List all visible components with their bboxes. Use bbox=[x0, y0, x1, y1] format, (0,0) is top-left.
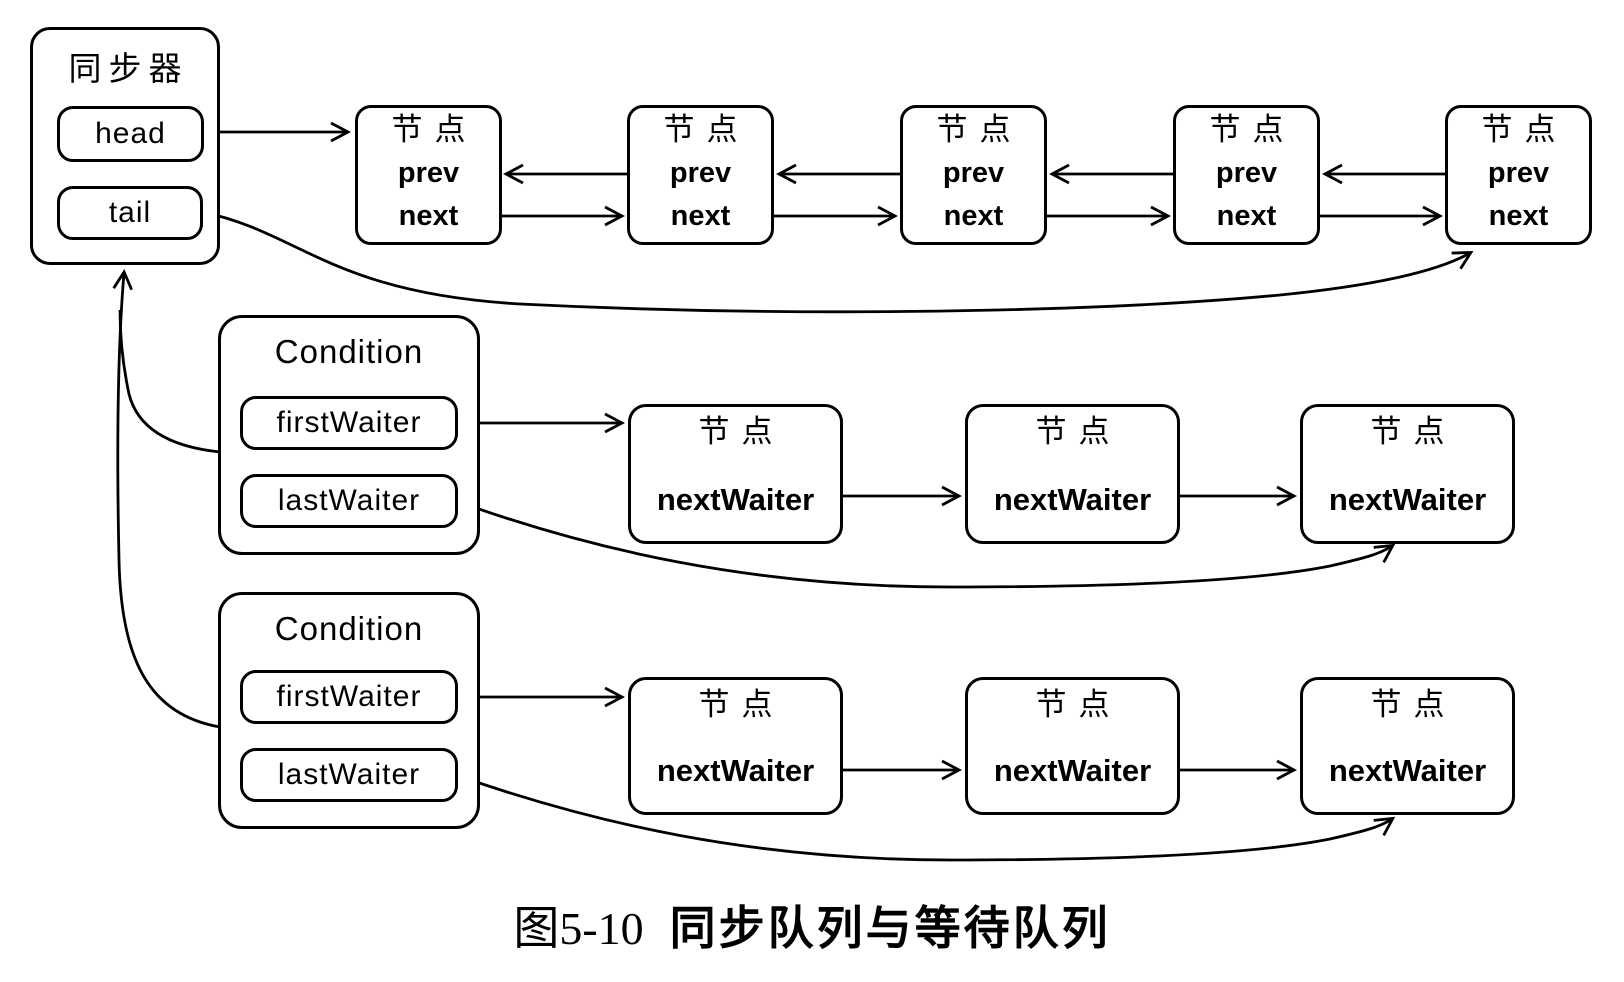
sync-queue-node-3: 节点 prev next bbox=[900, 105, 1047, 245]
sync-queue-node-1: 节点 prev next bbox=[355, 105, 502, 245]
node-title: 节点 bbox=[698, 687, 785, 722]
figure-caption: 图5-10 同步队列与等待队列 bbox=[0, 892, 1624, 958]
wait-queue1-node-2: 节点 nextWaiter bbox=[965, 404, 1180, 544]
next-field: next bbox=[1488, 200, 1549, 232]
firstwaiter-field-1: firstWaiter bbox=[240, 396, 458, 450]
tail-to-last-node-curve bbox=[201, 210, 1474, 314]
condition-title: Condition bbox=[274, 610, 424, 647]
figure-title: 同步队列与等待队列 bbox=[669, 902, 1111, 954]
prev-field: prev bbox=[397, 157, 460, 189]
nextwaiter-field: nextWaiter bbox=[993, 482, 1152, 517]
lastwaiter-label: lastWaiter bbox=[277, 758, 421, 791]
synchronizer-title: 同步器 bbox=[68, 50, 189, 87]
node-title: 节点 bbox=[1481, 112, 1568, 147]
condition2-to-synchronizer-curve bbox=[112, 269, 221, 729]
condition1-to-synchronizer-curve bbox=[118, 309, 221, 454]
wait-queue1-node-3: 节点 nextWaiter bbox=[1300, 404, 1515, 544]
next-field: next bbox=[670, 200, 731, 232]
nextwaiter-field: nextWaiter bbox=[656, 753, 815, 788]
prev-field: prev bbox=[1487, 157, 1550, 189]
prev-field: prev bbox=[669, 157, 732, 189]
wait-queue1-node-1: 节点 nextWaiter bbox=[628, 404, 843, 544]
head-field: head bbox=[57, 106, 204, 162]
firstwaiter-label: firstWaiter bbox=[276, 406, 422, 439]
node-title: 节点 bbox=[1370, 687, 1457, 722]
next-field: next bbox=[1216, 200, 1277, 232]
nextwaiter-field: nextWaiter bbox=[993, 753, 1152, 788]
wait-queue2-node-2: 节点 nextWaiter bbox=[965, 677, 1180, 815]
lastwaiter1-curve bbox=[458, 500, 1396, 589]
node-title: 节点 bbox=[698, 414, 785, 449]
node-title: 节点 bbox=[1035, 414, 1122, 449]
figure-number: 图5-10 bbox=[513, 903, 644, 954]
nextwaiter-field: nextWaiter bbox=[1328, 753, 1487, 788]
prev-field: prev bbox=[1215, 157, 1278, 189]
node-title: 节点 bbox=[391, 112, 478, 147]
next-field: next bbox=[943, 200, 1004, 232]
tail-label: tail bbox=[108, 196, 152, 229]
sync-queue-node-2: 节点 prev next bbox=[627, 105, 774, 245]
lastwaiter-label: lastWaiter bbox=[277, 484, 421, 517]
head-label: head bbox=[95, 117, 166, 150]
sync-queue-node-4: 节点 prev next bbox=[1173, 105, 1320, 245]
wait-queue2-node-1: 节点 nextWaiter bbox=[628, 677, 843, 815]
firstwaiter-label: firstWaiter bbox=[276, 680, 422, 713]
nextwaiter-field: nextWaiter bbox=[1328, 482, 1487, 517]
node-title: 节点 bbox=[663, 112, 750, 147]
prev-field: prev bbox=[942, 157, 1005, 189]
node-title: 节点 bbox=[1209, 112, 1296, 147]
node-title: 节点 bbox=[936, 112, 1023, 147]
nextwaiter-field: nextWaiter bbox=[656, 482, 815, 517]
node-title: 节点 bbox=[1035, 687, 1122, 722]
condition-title: Condition bbox=[274, 333, 424, 370]
tail-field: tail bbox=[57, 186, 203, 240]
lastwaiter-field-1: lastWaiter bbox=[240, 474, 458, 528]
lastwaiter2-curve bbox=[458, 774, 1396, 862]
wait-queue2-node-3: 节点 nextWaiter bbox=[1300, 677, 1515, 815]
node-title: 节点 bbox=[1370, 414, 1457, 449]
firstwaiter-field-2: firstWaiter bbox=[240, 670, 458, 724]
next-field: next bbox=[398, 200, 459, 232]
lastwaiter-field-2: lastWaiter bbox=[240, 748, 458, 802]
sync-queue-node-5: 节点 prev next bbox=[1445, 105, 1592, 245]
